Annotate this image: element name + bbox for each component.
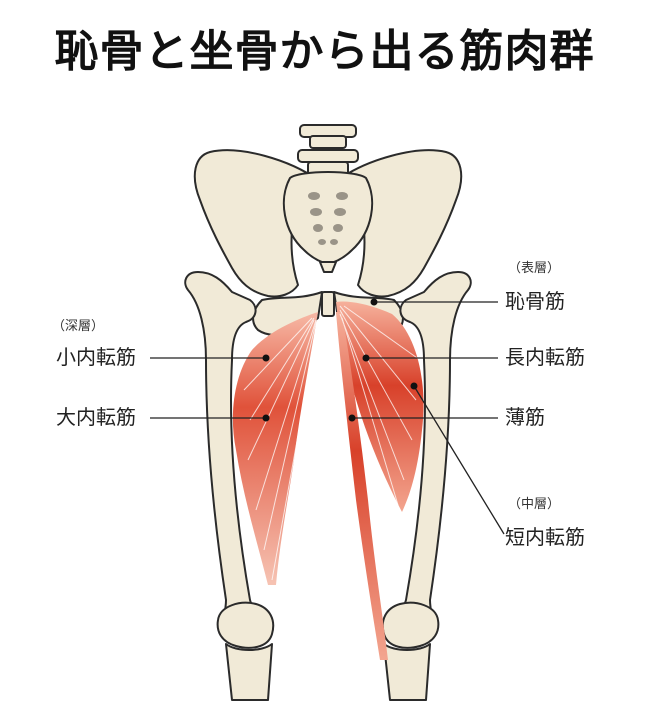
coccyx bbox=[319, 261, 337, 273]
label-adductor-brevis: 短内転筋 bbox=[505, 525, 585, 549]
label-adductor-magnus: 大内転筋 bbox=[56, 405, 136, 429]
sacrum bbox=[282, 171, 374, 265]
left-knee bbox=[216, 601, 275, 649]
gracilis-muscle bbox=[336, 312, 388, 660]
leader-dots bbox=[262, 298, 418, 422]
page-title: 恥骨と坐骨から出る筋肉群 bbox=[54, 26, 595, 77]
left-femur bbox=[184, 271, 263, 633]
label-gracilis: 薄筋 bbox=[505, 405, 545, 429]
right-femur bbox=[393, 271, 472, 633]
label-adductor-minimus: 小内転筋 bbox=[56, 345, 136, 369]
right-knee bbox=[381, 601, 440, 649]
muscle-fibers bbox=[243, 305, 421, 581]
right-adductor-group bbox=[336, 301, 424, 512]
leader-lines bbox=[150, 301, 505, 535]
group-label-superficial: （表層） bbox=[508, 261, 561, 276]
label-adductor-longus: 長内転筋 bbox=[505, 345, 585, 369]
left-tibia bbox=[225, 643, 273, 701]
label-pectineus: 恥骨筋 bbox=[505, 289, 565, 313]
group-label-middle: （中層） bbox=[508, 497, 561, 512]
pubic-symphysis bbox=[321, 291, 335, 317]
lumbar-vertebra-1 bbox=[299, 124, 357, 149]
sacral-foramina bbox=[308, 192, 348, 245]
right-tibia bbox=[383, 643, 431, 701]
group-label-deep: （深層） bbox=[52, 319, 105, 334]
